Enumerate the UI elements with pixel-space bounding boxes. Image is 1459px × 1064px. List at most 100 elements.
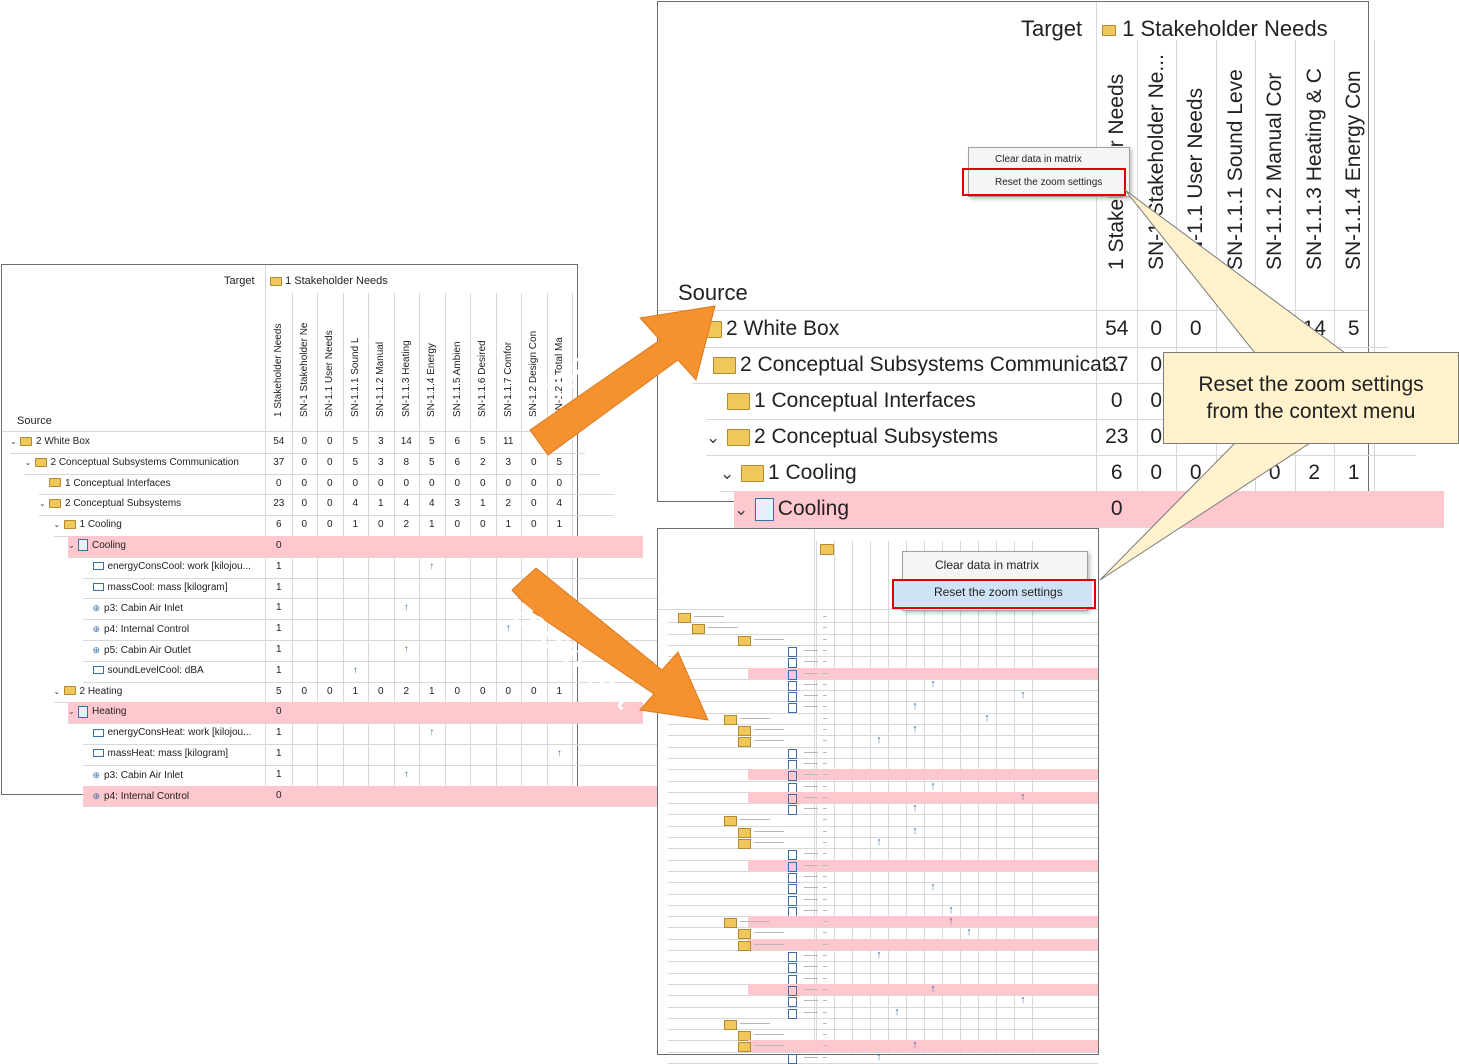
matrix-cell[interactable] [292,619,318,640]
matrix-cell[interactable]: 2 [1308,461,1321,484]
matrix-cell[interactable]: 54 [1105,317,1129,340]
matrix-cell[interactable] [470,702,496,723]
matrix-cell[interactable] [343,786,369,807]
matrix-cell[interactable] [470,723,496,744]
matrix-cell[interactable]: 1 [275,560,282,572]
chevron-down-icon[interactable]: ⌄ [720,464,735,483]
matrix-cell[interactable] [394,723,420,744]
column-header[interactable]: SN-1.1.6 Desired [477,340,488,417]
matrix-cell[interactable]: ↑ [429,727,435,739]
matrix-cell[interactable] [394,557,420,578]
matrix-cell[interactable] [394,661,420,682]
matrix-cell[interactable] [343,765,369,786]
matrix-cell[interactable] [419,578,445,599]
matrix-cell[interactable] [496,786,522,807]
matrix-cell[interactable]: 4 [428,498,435,510]
matrix-cell[interactable] [317,598,343,619]
matrix-cell[interactable]: 11 [503,436,514,447]
matrix-cell[interactable]: 6 [1110,461,1123,484]
matrix-cell[interactable]: 1 [275,623,282,635]
matrix-cell[interactable] [521,536,547,557]
matrix-cell[interactable] [547,765,573,786]
matrix-cell[interactable] [445,640,471,661]
matrix-cell[interactable]: 1 [275,602,282,614]
table-row[interactable]: energyConsHeat: work [kilojou... [83,723,265,744]
matrix-cell[interactable] [343,640,369,661]
matrix-cell[interactable] [470,536,496,557]
matrix-cell[interactable] [317,765,343,786]
relation-arrow-icon[interactable]: ↑ [930,881,936,894]
chevron-down-icon[interactable]: ⌄ [53,686,61,696]
table-row[interactable]: ⊕p4: Internal Control [83,786,265,807]
matrix-cell[interactable] [343,702,369,723]
matrix-cell[interactable]: 1 [556,685,563,697]
matrix-cell[interactable] [419,640,445,661]
matrix-cell[interactable]: 0 [1110,497,1123,520]
matrix-cell[interactable]: 1 [275,727,282,739]
matrix-cell[interactable]: 5 [428,436,435,447]
matrix-cell[interactable] [317,536,343,557]
column-header[interactable]: 1 Stakeholder Needs [273,323,284,417]
matrix-cell[interactable]: ↑ [505,623,511,635]
matrix-cell[interactable] [445,765,471,786]
matrix-cell[interactable] [292,765,318,786]
matrix-cell[interactable] [292,744,318,765]
matrix-cell[interactable] [470,557,496,578]
matrix-cell[interactable]: 0 [428,477,435,489]
matrix-cell[interactable]: 0 [275,540,282,551]
matrix-cell[interactable] [521,744,547,765]
matrix-cell[interactable]: 23 [1105,425,1129,448]
table-row[interactable]: 1 Conceptual Interfaces [39,474,264,495]
matrix-cell[interactable] [547,786,573,807]
matrix-cell[interactable]: 0 [326,456,333,468]
matrix-cell[interactable]: 37 [273,456,285,468]
matrix-cell[interactable] [292,702,318,723]
relation-arrow-icon[interactable]: ↑ [912,700,918,713]
column-header[interactable]: SN-1.1.1 Sound L [349,337,361,418]
matrix-cell[interactable] [394,744,420,765]
chevron-down-icon[interactable]: ⌄ [68,541,75,550]
matrix-cell[interactable] [292,640,318,661]
relation-arrow-icon[interactable]: ↑ [930,677,936,690]
matrix-cell[interactable]: 0 [301,456,308,468]
matrix-cell[interactable] [368,702,394,723]
matrix-cell[interactable]: 4 [556,498,563,510]
matrix-cell[interactable] [445,786,471,807]
table-row[interactable]: ⌄2 Heating [54,682,265,703]
matrix-cell[interactable] [317,786,343,807]
relation-arrow-icon[interactable]: ↑ [876,836,882,848]
matrix-cell[interactable] [292,661,318,682]
matrix-cell[interactable]: 5 [428,456,435,468]
chevron-down-icon[interactable]: ⌄ [24,457,32,467]
table-row[interactable]: ⊕p3: Cabin Air Inlet [83,598,265,619]
matrix-cell[interactable]: 0 [1150,317,1163,340]
matrix-cell[interactable] [292,598,318,619]
matrix-cell[interactable] [343,723,369,744]
matrix-cell[interactable] [394,536,420,557]
matrix-cell[interactable]: 1 [428,685,435,697]
matrix-cell[interactable]: 0 [275,789,282,801]
matrix-cell[interactable]: 0 [505,685,512,697]
matrix-cell[interactable]: 0 [454,519,461,531]
matrix-cell[interactable] [368,723,394,744]
relation-arrow-icon[interactable]: ↑ [876,1050,882,1063]
relation-arrow-icon[interactable]: ↑ [1020,689,1026,702]
matrix-cell[interactable] [343,578,369,599]
matrix-cell[interactable]: 0 [403,477,410,489]
matrix-cell[interactable] [368,765,394,786]
matrix-cell[interactable] [317,723,343,744]
matrix-cell[interactable]: 0 [301,436,308,447]
matrix-cell[interactable] [368,557,394,578]
matrix-cell[interactable]: 54 [273,436,285,447]
matrix-cell[interactable]: 8 [403,456,410,468]
chevron-down-icon[interactable]: ⌄ [39,499,46,509]
matrix-cell[interactable] [496,536,522,557]
matrix-cell[interactable] [470,744,496,765]
relation-arrow-icon[interactable]: ↑ [894,1005,900,1018]
table-row[interactable]: ⊕p5: Cabin Air Outlet [83,640,265,661]
matrix-cell[interactable] [368,661,394,682]
column-header[interactable]: SN-1.1.3 Heating [400,340,412,417]
matrix-cell[interactable] [343,536,369,557]
relation-arrow-icon[interactable]: ↑ [984,711,990,724]
matrix-cell[interactable]: 1 [377,498,384,510]
